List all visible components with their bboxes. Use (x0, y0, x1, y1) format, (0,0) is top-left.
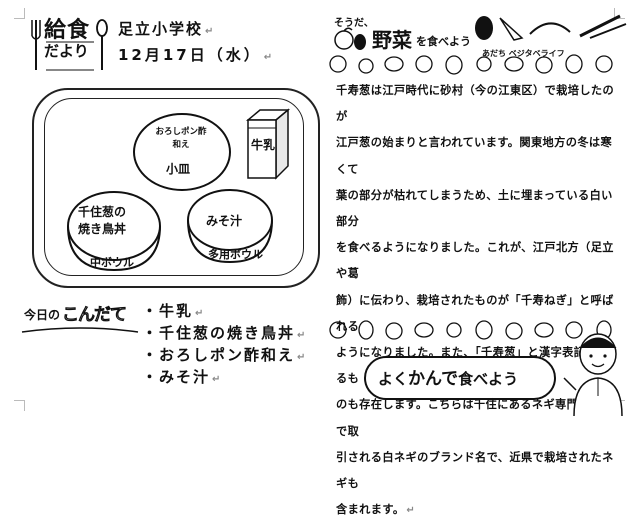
plate-dish-name: おろしポン酢 和え (155, 127, 207, 150)
kyushoku-logo-icon (31, 19, 108, 71)
header-subtitle: あだち ベジタベライフ (482, 49, 565, 58)
vegetable-characters-row-icon (329, 54, 613, 75)
article-body: 千寿葱は江戸時代に砂村（今の江東区）で栽培したのが 江戸葱の始まりと言われていま… (336, 78, 618, 524)
menu-title-underline-icon (21, 327, 139, 333)
lunch-tray (32, 88, 320, 288)
vegetables-illustration-icon (475, 14, 627, 41)
main-bowl-label: 中ボウル (90, 256, 134, 269)
article-line: ようになりました。また、「千寿葱」と漢字表記されるも (336, 346, 609, 386)
article-line: を食べるようになりました。これが、江戸北方（足立や葛 (336, 241, 614, 281)
soup-dish-name: みそ汁 (206, 214, 243, 228)
article-line: 含まれます。↵ (336, 503, 416, 517)
chew-well-banner (364, 356, 556, 400)
school-name: 足立小学校↵ (118, 20, 216, 38)
main-bowl-icon (67, 191, 161, 272)
soup-bowl-icon (187, 189, 273, 264)
plate-label: 小皿 (166, 162, 191, 176)
menu-item: ・千住葱の焼き鳥丼↵ (142, 324, 308, 342)
article-line: 引される白ネギのブランド名で、近県で栽培されたネギも (336, 450, 614, 491)
milk-label: 牛乳 (251, 138, 276, 152)
crop-mark (14, 400, 25, 411)
menu-item: ・おろしポン酢和え↵ (142, 346, 308, 364)
header-lead-text: そうだ、 (334, 18, 374, 29)
lunch-tray-inner (44, 98, 304, 276)
menu-title: こんだて (62, 305, 128, 326)
person-character-icon (563, 333, 623, 416)
milk-carton-icon (245, 108, 291, 180)
small-plate-icon (133, 113, 231, 191)
article-line: 江戸葱の始まりと言われています。関東地方の冬は寒くて (336, 136, 613, 176)
banner-text: よくかんで食べよう (378, 369, 519, 389)
logo-subtitle: だより (44, 42, 89, 60)
menu-item: ・みそ汁↵ (142, 368, 223, 386)
issue-date: 12月17日（水）↵ (118, 46, 276, 64)
crop-mark (614, 8, 625, 19)
logo-title: 給食 (44, 18, 91, 43)
vegetable-icon (334, 27, 366, 50)
article-line: 葉の部分が枯れてしまうため、土に埋まっている白い部分 (336, 188, 613, 229)
soup-bowl-label: 多用ボウル (208, 248, 263, 261)
header-title-rest: を食べよう (416, 35, 471, 48)
menu-title-prefix: 今日の (24, 308, 61, 322)
article-line: 千寿葱は江戸時代に砂村（今の江東区）で栽培したのが (336, 84, 615, 124)
header-title: 野菜 (372, 28, 412, 52)
crop-mark (14, 8, 25, 19)
menu-item: ・牛乳↵ (142, 302, 206, 320)
main-bowl-dish-name: 千住葱の 焼き鳥丼 (78, 205, 127, 236)
